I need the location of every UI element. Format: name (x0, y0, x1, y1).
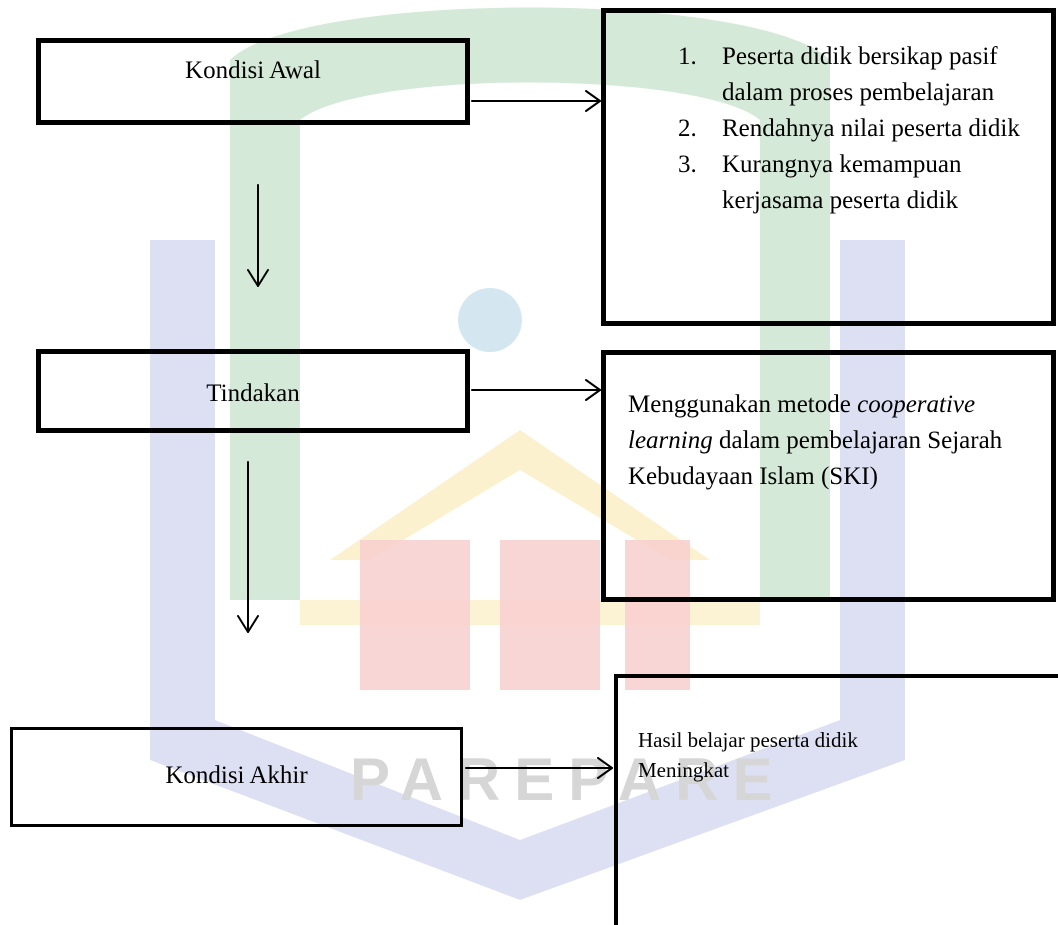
watermark-red-letters (360, 540, 690, 690)
arrow-right-kondisi-akhir (465, 757, 613, 779)
action-text-prefix: Menggunakan metode (628, 391, 858, 418)
issue-item: 1. Peserta didik bersikap pasif dalam pr… (606, 39, 1046, 111)
stage-label-kondisi-akhir: Kondisi Akhir (165, 762, 308, 789)
issue-number: 2. (678, 115, 697, 142)
stage-box-kondisi-akhir: Kondisi Akhir (10, 727, 463, 827)
detail-box-kondisi-akhir: Hasil belajar peserta didik Meningkat (614, 674, 1058, 925)
detail-box-tindakan: Menggunakan metode cooperative learning … (601, 350, 1056, 602)
result-line-1: Hasil belajar peserta didik (638, 728, 858, 752)
result-description: Hasil belajar peserta didik Meningkat (638, 725, 1038, 785)
issue-text: Peserta didik bersikap pasif dalam prose… (722, 43, 998, 106)
issue-number: 1. (678, 43, 697, 70)
issue-item: 3. Kurangnya kemampuan kerjasama peserta… (606, 147, 1046, 219)
stage-box-tindakan: Tindakan (36, 349, 470, 433)
issue-list: 1. Peserta didik bersikap pasif dalam pr… (606, 39, 1046, 219)
action-description: Menggunakan metode cooperative learning … (628, 387, 1048, 495)
arrow-down-1 (247, 184, 269, 287)
watermark-globe (458, 288, 522, 352)
result-line-2: Meningkat (638, 758, 729, 782)
issue-text: Kurangnya kemampuan kerjasama peserta di… (722, 151, 962, 214)
issue-item: 2. Rendahnya nilai peserta didik (606, 111, 1046, 147)
action-text-suffix: dalam pembelajaran Sejarah Kebudayaan Is… (628, 427, 1003, 490)
arrow-right-kondisi-awal (471, 90, 601, 112)
arrow-right-tindakan (471, 379, 601, 401)
stage-box-kondisi-awal: Kondisi Awal (36, 38, 470, 125)
detail-box-kondisi-awal: 1. Peserta didik bersikap pasif dalam pr… (601, 8, 1056, 326)
issue-text: Rendahnya nilai peserta didik (722, 115, 1020, 142)
stage-label-kondisi-awal: Kondisi Awal (185, 57, 321, 84)
stage-label-tindakan: Tindakan (206, 380, 300, 407)
watermark-green-arch (230, 7, 830, 600)
watermark-text: PAREPARE (350, 746, 787, 813)
issue-number: 3. (678, 151, 697, 178)
action-text-emphasis: cooperative learning (628, 391, 976, 454)
arrow-down-2 (237, 461, 259, 633)
